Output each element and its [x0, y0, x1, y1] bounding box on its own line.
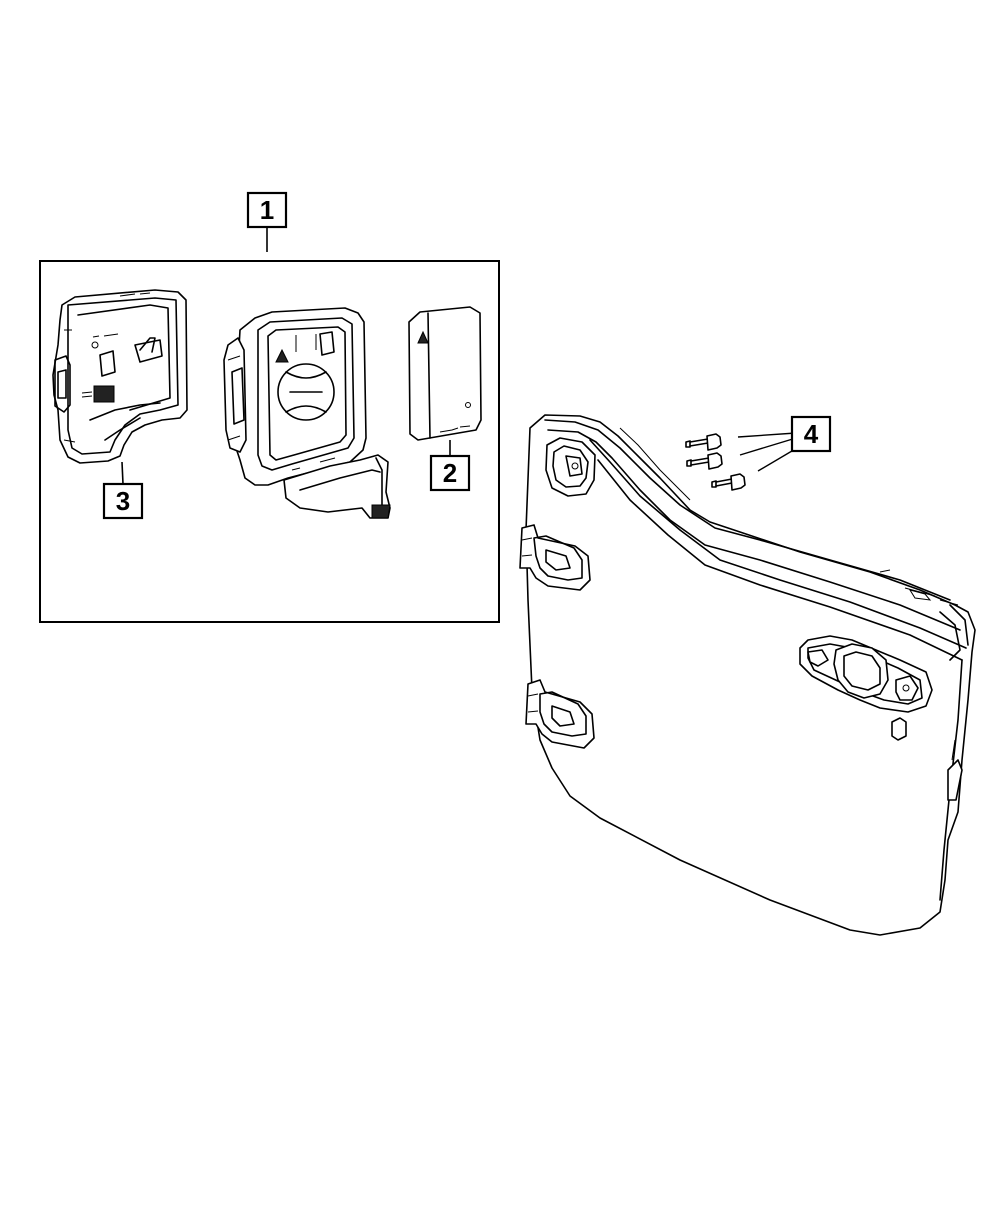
bolt-fasteners-part[interactable] [685, 433, 746, 491]
callout-4-leaders [737, 432, 798, 472]
callout-3-label: 3 [116, 486, 130, 516]
callout-1-label: 1 [260, 195, 274, 225]
callout-3[interactable]: 3 [102, 482, 144, 520]
callout-4-label: 4 [804, 419, 819, 449]
bolt-1 [685, 433, 722, 451]
mirror-housing-part[interactable] [223, 307, 391, 519]
mirror-cover-part[interactable] [52, 289, 188, 464]
bolt-2 [686, 452, 723, 470]
callout-2[interactable]: 2 [429, 454, 471, 492]
mirror-glass-part[interactable] [408, 306, 482, 441]
callout-4[interactable]: 4 [790, 415, 832, 453]
callout-2-label: 2 [443, 458, 457, 488]
callout-3-leader [121, 461, 124, 485]
assembly-frame [39, 260, 500, 623]
door-panel[interactable] [519, 414, 976, 936]
bolt-3 [711, 473, 746, 491]
callout-1[interactable]: 1 [246, 191, 288, 229]
